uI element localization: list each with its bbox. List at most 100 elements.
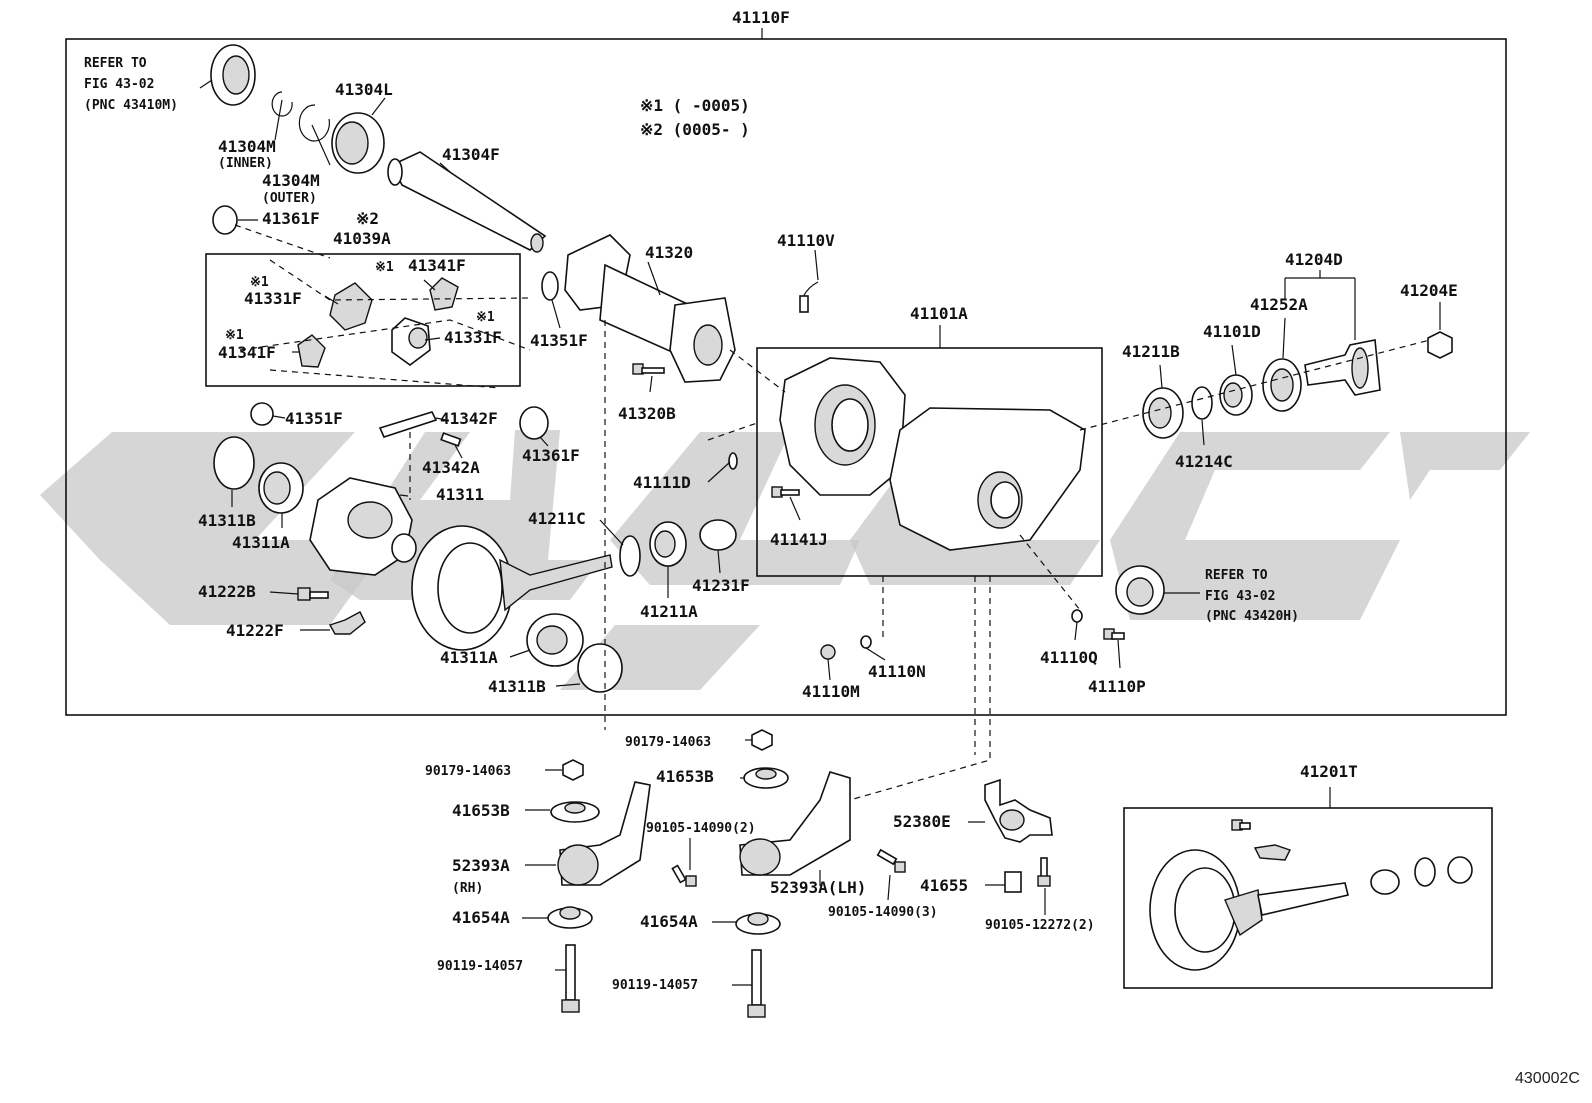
bearing-41311A-b-part	[526, 613, 584, 667]
label-41311: 41311	[436, 485, 484, 504]
gear-41341F-b-part	[297, 334, 326, 368]
label-41320B: 41320B	[618, 404, 676, 423]
gear-41341F-a-part	[429, 277, 459, 311]
bushing-41654A-a-part	[547, 906, 593, 929]
note-mark-2: ※2 (0005- )	[640, 120, 750, 139]
bolt-90119-b-part	[747, 949, 766, 1018]
breather-41110V-part	[799, 281, 819, 313]
label-41222B: 41222B	[198, 582, 256, 601]
shaft-41304F-part	[387, 151, 547, 253]
label-41201T: 41201T	[1300, 762, 1358, 781]
subassembly-41039A-frame	[205, 253, 521, 387]
pin-41342A-part	[440, 432, 462, 447]
label-41654A-b: 41654A	[640, 912, 698, 931]
seal-41311B-a-part	[213, 436, 255, 490]
label-41231F: 41231F	[692, 576, 750, 595]
bolt-90105-14090-3-part	[876, 848, 906, 873]
label-41141J: 41141J	[770, 530, 828, 549]
pinion-41331F-a-part	[329, 282, 373, 331]
bolt-90119-a-part	[561, 944, 580, 1013]
oil-seal-43410M-part	[210, 44, 256, 106]
washer-41361F-b-part	[519, 406, 549, 440]
label-41211C: 41211C	[528, 509, 586, 528]
bolt-90105-12272-part	[1037, 857, 1051, 887]
label-41110V: 41110V	[777, 231, 835, 250]
ring-gear-part	[411, 525, 613, 651]
label-41351F-a: 41351F	[530, 331, 588, 350]
bracket-52393A-lh-part	[739, 771, 851, 876]
washer-41351F-b-part	[250, 402, 274, 426]
bolt-41222F-part	[328, 611, 366, 635]
plug-41111D-part	[728, 452, 738, 470]
label-mark1b: ※1	[250, 275, 269, 290]
flange-41204D-part	[1304, 339, 1381, 396]
label-41204E: 41204E	[1400, 281, 1458, 300]
label-90179-a: 90179-14063	[425, 764, 511, 779]
bracket-52393A-rh-part	[557, 781, 651, 886]
label-41653B-a: 41653B	[452, 801, 510, 820]
washer-41361F-a-part	[212, 205, 238, 235]
plug-41110P-part	[1103, 628, 1125, 640]
figure-code: 430002C	[1515, 1070, 1580, 1087]
spacer-41231F-part	[699, 519, 737, 551]
label-41311B-b: 41311B	[488, 677, 546, 696]
label-41361F-a: 41361F	[262, 209, 320, 228]
label-41039A: 41039A	[333, 229, 391, 248]
label-41110M: 41110M	[802, 682, 860, 701]
pin-41342F-part	[378, 411, 438, 438]
label-41110Q: 41110Q	[1040, 648, 1098, 667]
gasket-41110Q-part	[1071, 609, 1083, 623]
label-41653B-b: 41653B	[656, 767, 714, 786]
label-41111D: 41111D	[633, 473, 691, 492]
label-41341F-b: 41341F	[218, 343, 276, 362]
label-90119-a: 90119-14057	[437, 959, 523, 974]
label-41211A: 41211A	[640, 602, 698, 621]
label-41110F: 41110F	[732, 8, 790, 27]
label-41214C: 41214C	[1175, 452, 1233, 471]
label-41211B: 41211B	[1122, 342, 1180, 361]
seal-41252A-part	[1262, 358, 1302, 412]
washer-41211C-part	[619, 535, 641, 577]
refer2-line1: REFER TO	[1205, 568, 1268, 583]
carrier-tube-41320-part	[564, 234, 736, 383]
label-41311A-b: 41311A	[440, 648, 498, 667]
label-41342F: 41342F	[440, 409, 498, 428]
label-52380E: 52380E	[893, 812, 951, 831]
washer-41351F-a-part	[541, 271, 559, 301]
label-41110P: 41110P	[1088, 677, 1146, 696]
refer1-line3: (PNC 43410M)	[84, 98, 178, 113]
housing-front-part	[779, 357, 906, 496]
refer1-line1: REFER TO	[84, 56, 147, 71]
note-mark-1: ※1 ( -0005)	[640, 96, 750, 115]
label-41320: 41320	[645, 243, 693, 262]
assembly-41110F-frame	[65, 38, 1507, 716]
label-41342A: 41342A	[422, 458, 480, 477]
bearing-41211A-part	[649, 521, 687, 567]
nut-90179-b-part	[751, 729, 773, 751]
label-41341F-a: 41341F	[408, 256, 466, 275]
bearing-41304L-part	[331, 112, 385, 174]
gear-kit-41201T-frame	[1123, 807, 1493, 989]
watermark-logo	[40, 430, 1530, 690]
bolt-90105-14090-2-part	[671, 864, 697, 887]
washer-41214C-part	[1191, 386, 1213, 420]
label-outer: (OUTER)	[262, 191, 317, 206]
label-mark1a: ※1	[375, 260, 394, 275]
gasket-41110N-part	[860, 635, 872, 649]
label-41654A-a: 41654A	[452, 908, 510, 927]
label-90179-b: 90179-14063	[625, 735, 711, 750]
label-41204D: 41204D	[1285, 250, 1343, 269]
label-41304L: 41304L	[335, 80, 393, 99]
label-41252A: 41252A	[1250, 295, 1308, 314]
bearing-41311A-a-part	[258, 462, 304, 514]
label-41101A: 41101A	[910, 304, 968, 323]
label-41331F-b: 41331F	[444, 328, 502, 347]
label-mark1d: ※1	[225, 328, 244, 343]
label-mark2: ※2	[356, 209, 379, 228]
snap-ring-inner-part	[271, 91, 293, 117]
oil-seal-43420H-part	[1115, 565, 1165, 615]
label-90105-12272: 90105-12272(2)	[985, 918, 1095, 933]
label-41361F-b: 41361F	[522, 446, 580, 465]
gear-kit-contents	[1149, 819, 1473, 971]
